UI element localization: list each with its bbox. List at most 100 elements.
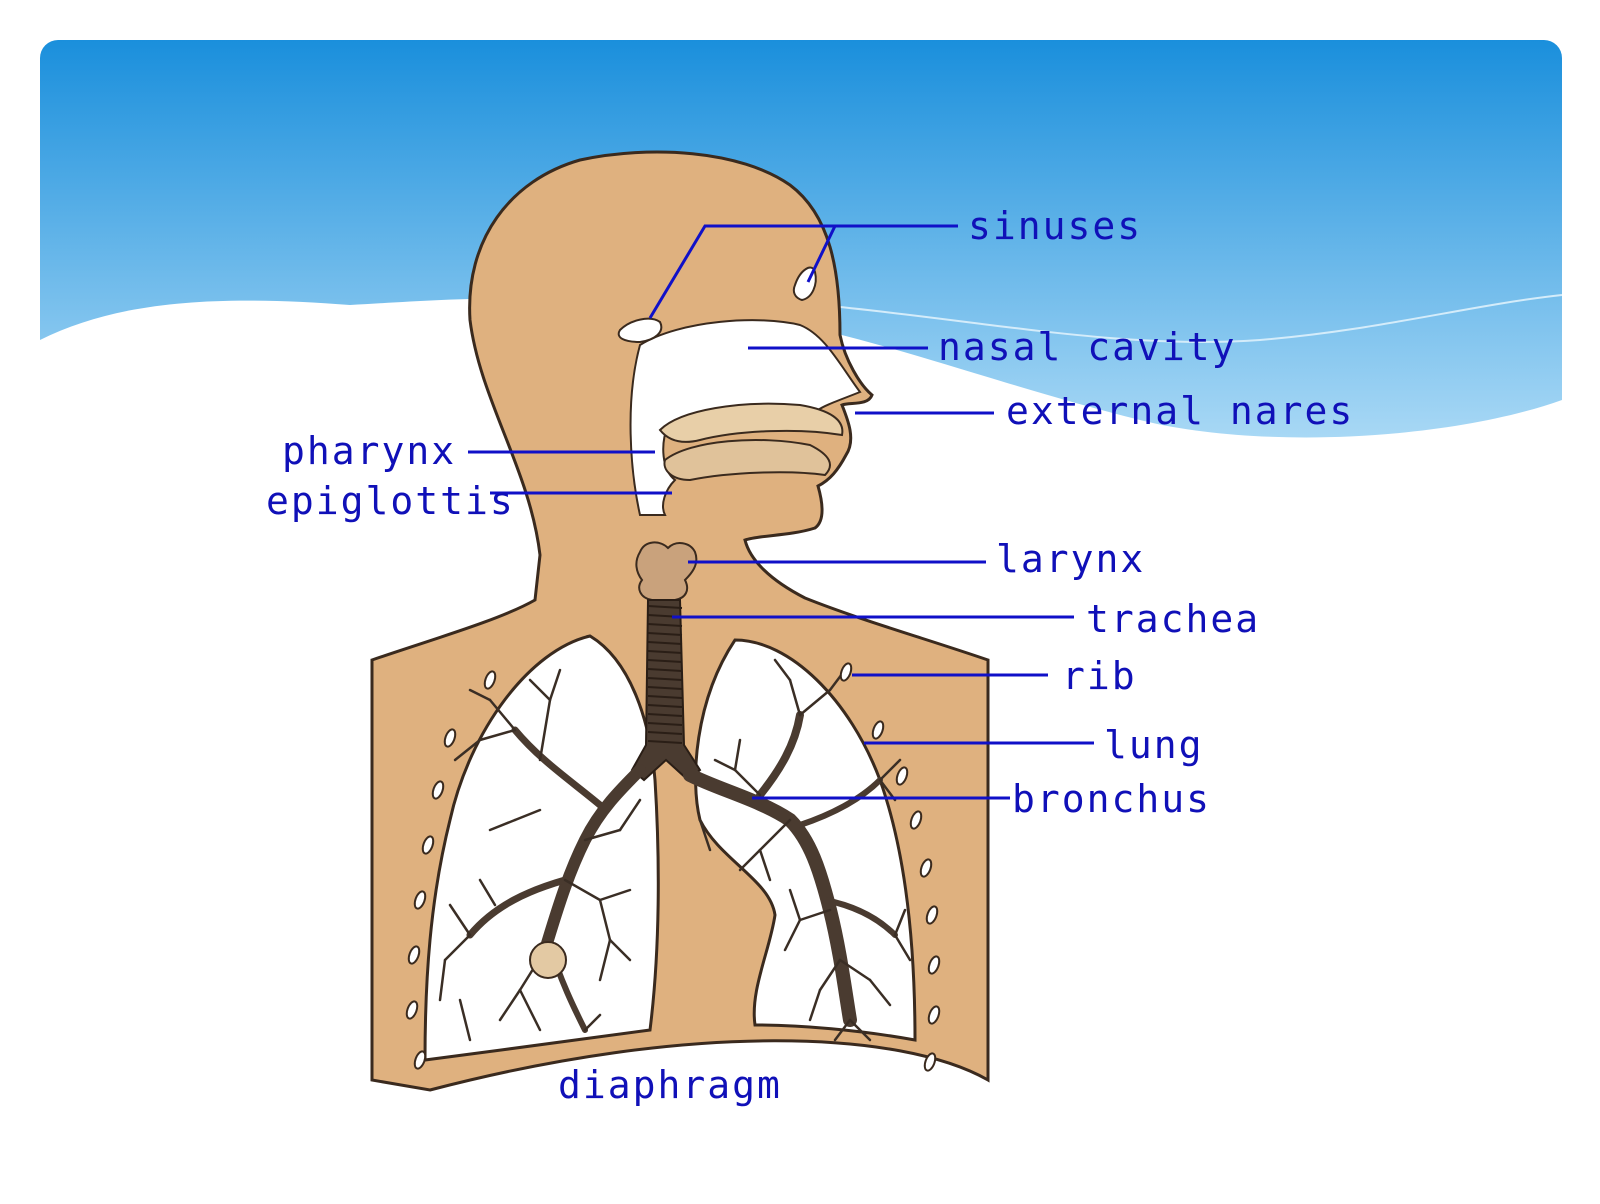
bronchiole <box>608 938 632 962</box>
bronchiole <box>563 878 602 902</box>
bronchiole <box>838 958 872 982</box>
bronchiole-branches <box>438 658 912 1042</box>
trachea-ring <box>647 632 683 636</box>
bronchiole <box>738 848 762 872</box>
label-larynx: larynx <box>996 537 1146 581</box>
label-nasal-cavity: nasal cavity <box>938 325 1237 369</box>
bronchiole <box>733 768 762 797</box>
larynx-shape <box>635 541 698 601</box>
bronchus-left-lower <box>466 876 569 939</box>
bronchiole <box>808 988 822 1022</box>
rib-section <box>919 858 933 878</box>
bronchiole <box>783 918 802 952</box>
label-epiglottis: epiglottis <box>266 479 515 523</box>
bronchiole <box>798 688 832 717</box>
label-trachea: trachea <box>1086 597 1261 641</box>
label-lung: lung <box>1104 723 1204 767</box>
rib-section <box>407 945 421 965</box>
bronchiole <box>528 678 552 702</box>
trachea-tube <box>630 599 702 782</box>
rib-section <box>483 670 497 690</box>
bronchiole <box>618 798 642 832</box>
label-pharynx: pharynx <box>282 429 457 473</box>
bronchiole <box>878 758 902 782</box>
rib-section <box>431 780 445 800</box>
bronchiole <box>443 933 472 962</box>
bronchiole <box>848 1018 872 1042</box>
trachea-ring <box>647 623 683 627</box>
rib-section <box>443 728 457 748</box>
bronchiole <box>893 908 907 937</box>
trachea-rings <box>647 605 683 744</box>
label-external-nares: external nares <box>1006 389 1355 433</box>
bronchiole <box>498 988 522 1022</box>
label-rib: rib <box>1062 654 1137 698</box>
bronchiole <box>583 828 622 842</box>
trachea-ring <box>647 641 683 645</box>
bronchiole <box>468 688 492 702</box>
leader-lines <box>468 224 1094 800</box>
rib-section <box>421 835 435 855</box>
bronchiole <box>548 668 562 702</box>
trachea-ring <box>647 704 683 708</box>
bronchiole <box>518 988 542 1032</box>
bronchiole <box>833 1018 852 1042</box>
trachea-ring <box>647 659 683 663</box>
label-bronchus: bronchus <box>1012 777 1212 821</box>
bronchiole <box>458 998 472 1042</box>
trachea-ring <box>647 677 683 681</box>
lung-left <box>423 634 660 1062</box>
bronchiole <box>513 808 542 822</box>
trachea-ring <box>647 686 683 690</box>
label-sinuses: sinuses <box>968 204 1143 248</box>
bronchiole <box>773 658 792 682</box>
bronchiole <box>538 698 552 762</box>
trachea-ring <box>647 650 683 654</box>
rib-section <box>927 1005 941 1025</box>
bronchiole <box>488 818 517 832</box>
bronchiole <box>788 888 802 922</box>
rib-section <box>405 1000 419 1020</box>
rib-section <box>927 955 941 975</box>
bronchiole <box>818 958 842 992</box>
bronchus-right-upper <box>756 711 804 799</box>
bronchiole <box>453 738 482 762</box>
bronchiole <box>893 933 912 962</box>
bronchiole <box>868 978 892 1007</box>
trachea-ring <box>647 695 683 699</box>
rib-section <box>839 662 853 682</box>
bronchiole <box>583 1013 602 1032</box>
sinus-frontal-left <box>617 317 663 344</box>
label-diaphragm: diaphragm <box>558 1063 782 1107</box>
rib-section <box>909 810 923 830</box>
bronchiole <box>598 898 612 942</box>
rib-section <box>925 905 939 925</box>
trachea-ring <box>647 713 683 717</box>
trachea-ring <box>647 740 683 744</box>
bronchiole <box>438 958 447 1002</box>
bronchiole <box>448 903 472 937</box>
bronchus-right-main <box>683 768 857 1027</box>
bronchus-left-upper <box>511 726 604 809</box>
trachea-ring <box>647 668 683 672</box>
bronchiole <box>598 888 632 902</box>
bronchus-right-middle <box>797 777 883 828</box>
bronchiole <box>713 758 737 772</box>
ribs <box>405 662 941 1072</box>
leader-sinuses <box>648 224 958 319</box>
trachea-ring <box>647 605 683 609</box>
trachea-ring <box>647 731 683 735</box>
rib-section <box>871 720 885 740</box>
rib-section <box>895 766 909 786</box>
bronchiole <box>478 728 517 742</box>
bronchiole <box>598 938 612 982</box>
bronchiole <box>488 698 517 732</box>
bronchiole <box>733 738 742 772</box>
rib-section <box>413 1050 427 1070</box>
bronchiole <box>758 818 792 852</box>
rib-section <box>923 1052 937 1072</box>
bronchiole <box>478 878 497 907</box>
bronchus-right-lower <box>822 897 898 938</box>
